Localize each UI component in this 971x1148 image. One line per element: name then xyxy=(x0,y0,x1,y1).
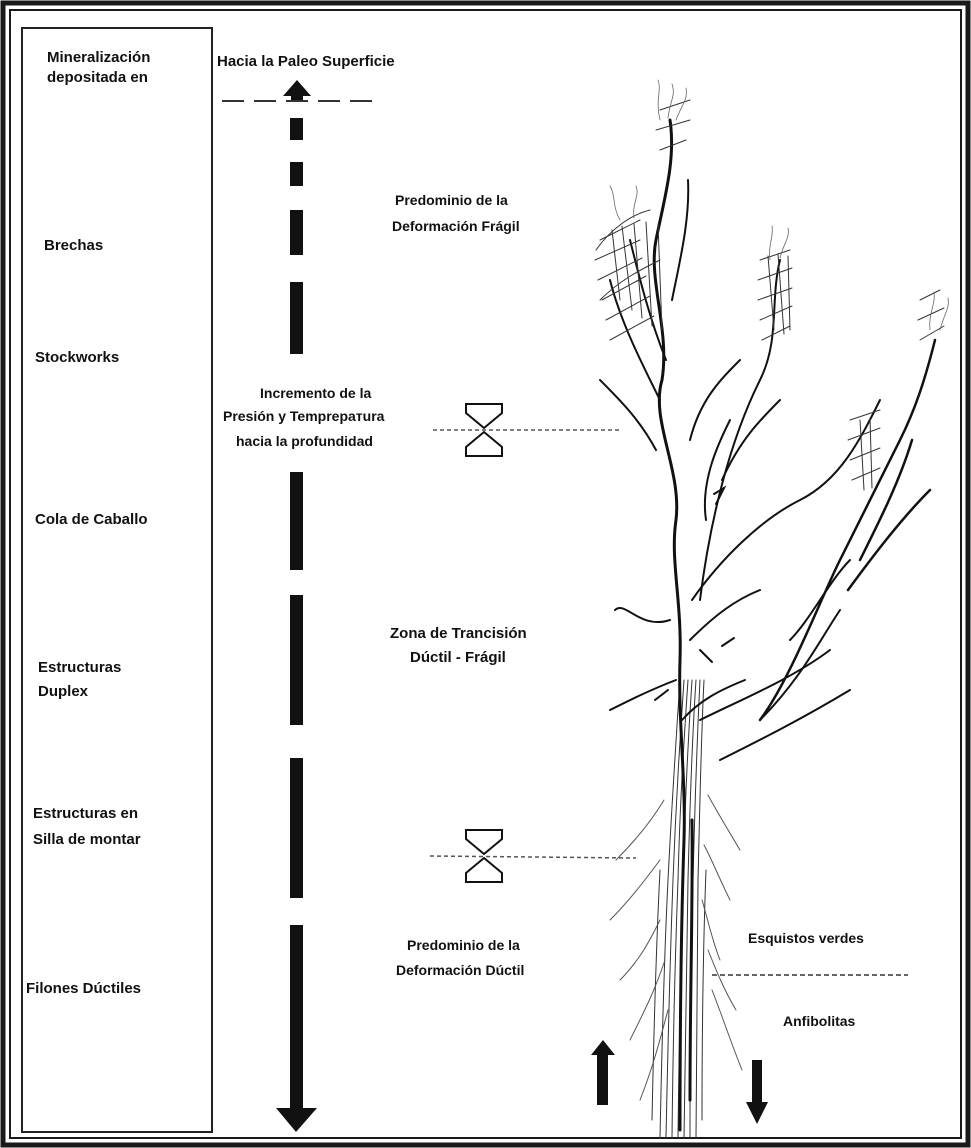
svg-text:Dúctil - Frágil: Dúctil - Frágil xyxy=(410,649,506,666)
paleo-surface-label: Hacia la Paleo Superficie xyxy=(217,53,395,70)
svg-text:Silla de montar: Silla de montar xyxy=(33,831,141,848)
svg-text:Deformación Dúctil: Deformación Dúctil xyxy=(396,962,524,978)
transition-zone-label: Zona de Trancisión Dúctil - Frágil xyxy=(390,625,527,666)
facies-upper-label: Esquistos verdes xyxy=(748,930,864,946)
left-column-box xyxy=(22,28,212,1132)
facies-lower-label: Anfibolitas xyxy=(783,1013,856,1029)
item-estructuras-duplex-1: Estructuras xyxy=(38,659,121,676)
fragile-zone-label: Predominio de la Deformación Frágil xyxy=(392,192,520,234)
svg-text:Stockworks: Stockworks xyxy=(35,349,119,366)
item-brechas: Brechas xyxy=(44,237,103,254)
left-column-heading: Mineralización depositada en xyxy=(47,49,150,86)
lower-boundary-line xyxy=(430,856,636,858)
paleo-up-arrow-stem xyxy=(291,94,303,100)
svg-text:Estructuras en: Estructuras en xyxy=(33,805,138,822)
svg-text:Incremento de la: Incremento de la xyxy=(260,385,371,401)
item-silla-2: Silla de montar xyxy=(33,831,141,848)
pressure-note: Incremento de la Presión y Temprератura … xyxy=(223,385,385,449)
paleo-up-arrow-icon xyxy=(283,80,311,96)
item-filones-ductiles: Filones Dúctiles xyxy=(26,980,141,997)
svg-text:hacia la profundidad: hacia la profundidad xyxy=(236,433,373,449)
svg-text:Brechas: Brechas xyxy=(44,237,103,254)
heading-line-1: Mineralización xyxy=(47,49,150,66)
shear-up-arrow-icon xyxy=(591,1040,615,1105)
item-stockworks: Stockworks xyxy=(35,349,119,366)
depth-down-arrow-icon xyxy=(276,1108,317,1132)
item-estructuras-duplex-2: Duplex xyxy=(38,683,89,700)
svg-text:Deformación Frágil: Deformación Frágil xyxy=(392,218,520,234)
depth-dashes xyxy=(290,118,303,1110)
item-silla-1: Estructuras en xyxy=(33,805,138,822)
left-column-items: Brechas Stockworks Cola de Caballo Estru… xyxy=(26,237,148,997)
svg-text:Predominio de la: Predominio de la xyxy=(395,192,508,208)
svg-text:Estructuras: Estructuras xyxy=(38,659,121,676)
svg-text:Cola de Caballo: Cola de Caballo xyxy=(35,511,148,528)
svg-text:depositada en: depositada en xyxy=(47,69,148,86)
shear-down-arrow-icon xyxy=(746,1060,768,1124)
svg-text:Duplex: Duplex xyxy=(38,683,89,700)
svg-text:Filones Dúctiles: Filones Dúctiles xyxy=(26,980,141,997)
svg-text:Presión y Temprератura: Presión y Temprератura xyxy=(223,408,385,424)
heading-line-2: depositada en xyxy=(47,69,148,86)
svg-text:Predominio de la: Predominio de la xyxy=(407,937,520,953)
ductile-zone-label: Predominio de la Deformación Dúctil xyxy=(396,937,524,978)
svg-text:Zona de Trancisión: Zona de Trancisión xyxy=(390,625,527,642)
svg-text:Mineralización: Mineralización xyxy=(47,49,150,66)
fault-system-sketch xyxy=(595,80,948,1138)
item-cola-de-caballo: Cola de Caballo xyxy=(35,511,148,528)
